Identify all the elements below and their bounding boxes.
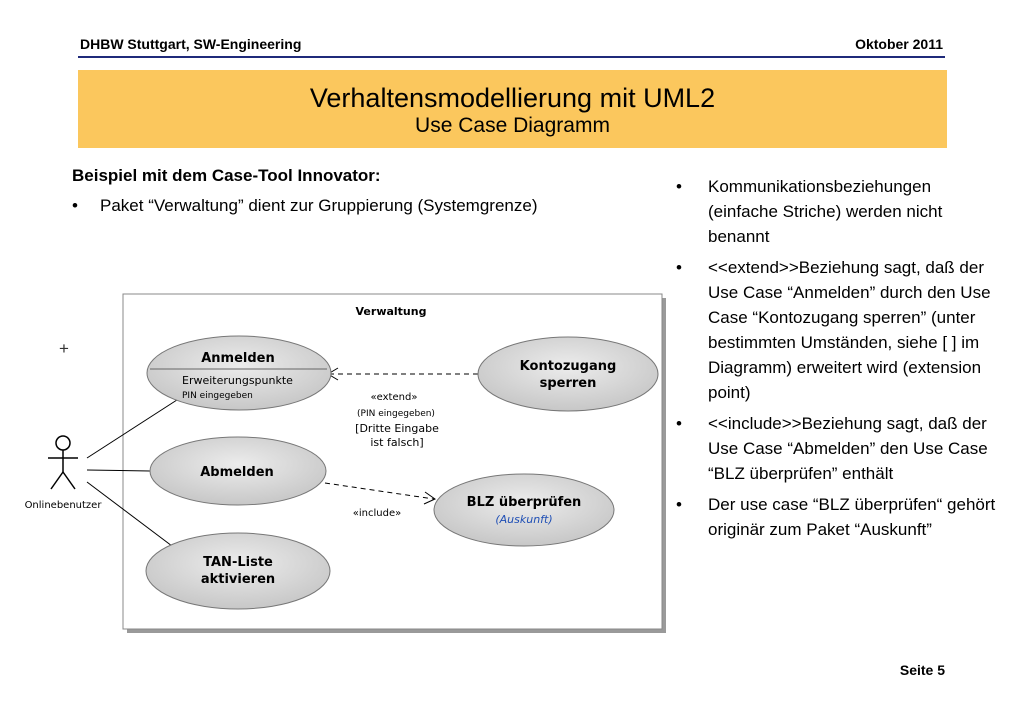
package-name: Verwaltung	[356, 305, 427, 318]
usecase-blz-package: (Auskunft)	[495, 513, 552, 526]
include-line	[324, 482, 435, 500]
usecase-tan-line1: TAN-Liste	[203, 555, 273, 570]
slide-subtitle: Use Case Diagramm	[415, 114, 610, 137]
include-arrowhead	[423, 491, 437, 505]
intro-bullet: • Paket “Verwaltung” dient zur Gruppierun…	[72, 196, 537, 216]
usecase-tan-liste-aktivieren	[145, 532, 331, 610]
list-item-text: <<include>>Beziehung sagt, daß der Use C…	[708, 414, 988, 483]
association-abmelden	[86, 469, 151, 472]
actor-right-leg	[62, 471, 76, 490]
usecase-blz-ueberpruefen	[433, 473, 615, 547]
actor-onlinebenutzer	[48, 435, 78, 490]
usecase-kontozugang-line2: sperren	[540, 376, 597, 391]
list-item: • <<include>>Beziehung sagt, daß der Use …	[676, 411, 996, 486]
slide-title: Verhaltensmodellierung mit UML2	[309, 83, 716, 113]
header-right: Oktober 2011	[855, 36, 943, 52]
list-item-text: <<extend>>Beziehung sagt, daß der Use Ca…	[708, 258, 991, 402]
actor-left-leg	[50, 471, 64, 490]
list-item: • <<extend>>Beziehung sagt, daß der Use C…	[676, 255, 996, 405]
bullet-marker: •	[676, 414, 682, 433]
include-stereotype: «include»	[353, 508, 401, 519]
actor-head	[55, 435, 71, 451]
extend-point: (PIN eingegeben)	[357, 409, 435, 419]
bullet-marker: •	[676, 495, 682, 514]
plus-marker: +	[59, 339, 69, 358]
usecase-abmelden-label: Abmelden	[200, 465, 274, 480]
extend-stereotype: «extend»	[371, 392, 418, 403]
list-item: • Kommunikationsbeziehungen (einfache Str…	[676, 174, 996, 249]
bullet-marker: •	[676, 258, 682, 277]
header-divider	[78, 56, 945, 58]
usecase-kontozugang-line1: Kontozugang	[520, 359, 617, 374]
page-number: Seite 5	[899, 662, 945, 678]
association-tan	[86, 481, 173, 547]
actor-label: Onlinebenutzer	[25, 500, 103, 511]
usecase-tan-line2: aktivieren	[201, 572, 275, 587]
header-left: DHBW Stuttgart, SW-Engineering	[80, 36, 302, 52]
bullet-marker: •	[676, 177, 682, 196]
extension-points-label: Erweiterungspunkte	[182, 374, 293, 387]
list-item-text: Der use case “BLZ überprüfen“ gehört ori…	[708, 495, 996, 539]
extension-point-pin: PIN eingegeben	[182, 391, 253, 401]
list-item-text: Kommunikationsbeziehungen (einfache Stri…	[708, 177, 943, 246]
usecase-blz-label: BLZ überprüfen	[467, 495, 582, 510]
association-anmelden	[86, 397, 181, 459]
extend-condition-line2: ist falsch]	[370, 436, 423, 449]
right-bullet-list: • Kommunikationsbeziehungen (einfache Str…	[676, 174, 996, 548]
intro-title: Beispiel mit dem Case-Tool Innovator:	[72, 166, 381, 185]
usecase-kontozugang-sperren	[477, 336, 659, 412]
usecase-anmelden	[146, 335, 332, 411]
usecase-abmelden	[149, 436, 327, 506]
extend-condition-line1: [Dritte Eingabe	[355, 422, 439, 435]
intro-bullet-text: Paket “Verwaltung” dient zur Gruppierung…	[100, 196, 538, 215]
title-banner: Verhaltensmodellierung mit UML2 Use Case…	[78, 70, 947, 148]
list-item: • Der use case “BLZ überprüfen“ gehört or…	[676, 492, 996, 542]
usecase-anmelden-label: Anmelden	[201, 351, 275, 366]
bullet-marker: •	[72, 196, 78, 215]
